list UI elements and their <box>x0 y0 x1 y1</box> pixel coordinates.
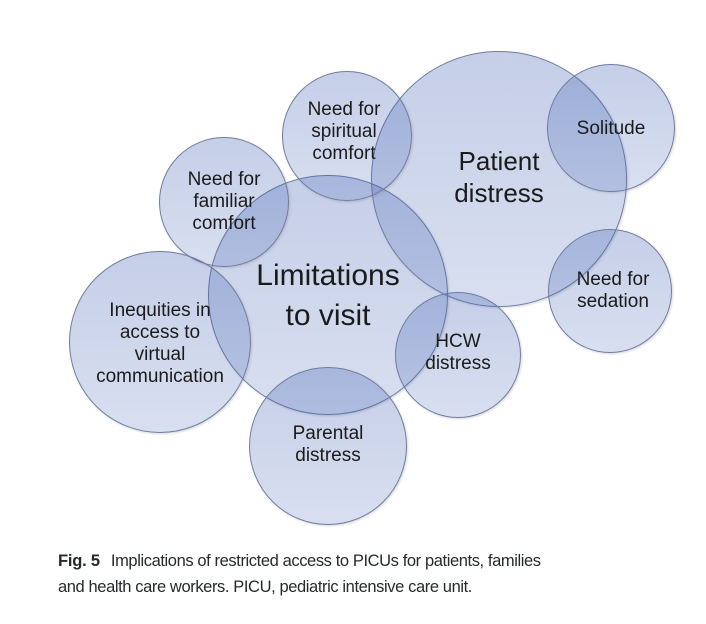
bubble-label-parental-distress: Parental distress <box>292 423 364 466</box>
bubble-hcw-distress: HCW distress <box>395 292 521 418</box>
figure-caption-line-2: and health care workers. PICU, pediatric… <box>58 578 472 596</box>
bubble-label-patient-distress: Patient distress <box>454 146 544 208</box>
bubble-solitude: Solitude <box>547 64 675 192</box>
bubble-need-for-sedation: Need for sedation <box>548 229 672 353</box>
bubble-label-inequities-in-access-to-virtual-communication: Inequities in access to virtual communic… <box>96 300 224 387</box>
bubble-inequities-in-access-to-virtual-communication: Inequities in access to virtual communic… <box>69 251 251 433</box>
bubble-label-need-for-familiar-comfort: Need for familiar comfort <box>187 169 261 234</box>
figure-caption: Fig. 5 Implications of restricted access … <box>58 548 690 600</box>
bubble-label-hcw-distress: HCW distress <box>425 331 491 374</box>
figure-caption-tag: Fig. 5 <box>58 552 100 570</box>
bubble-need-for-familiar-comfort: Need for familiar comfort <box>159 137 289 267</box>
bubble-label-limitations-to-visit: Limitations to visit <box>256 259 400 332</box>
bubble-label-need-for-spiritual-comfort: Need for spiritual comfort <box>307 99 381 164</box>
bubble-need-for-spiritual-comfort: Need for spiritual comfort <box>282 71 412 201</box>
bubble-label-solitude: Solitude <box>576 118 646 139</box>
bubble-label-need-for-sedation: Need for sedation <box>576 269 650 312</box>
figure-caption-line-1: Implications of restricted access to PIC… <box>110 552 541 570</box>
bubble-parental-distress: Parental distress <box>249 367 407 525</box>
